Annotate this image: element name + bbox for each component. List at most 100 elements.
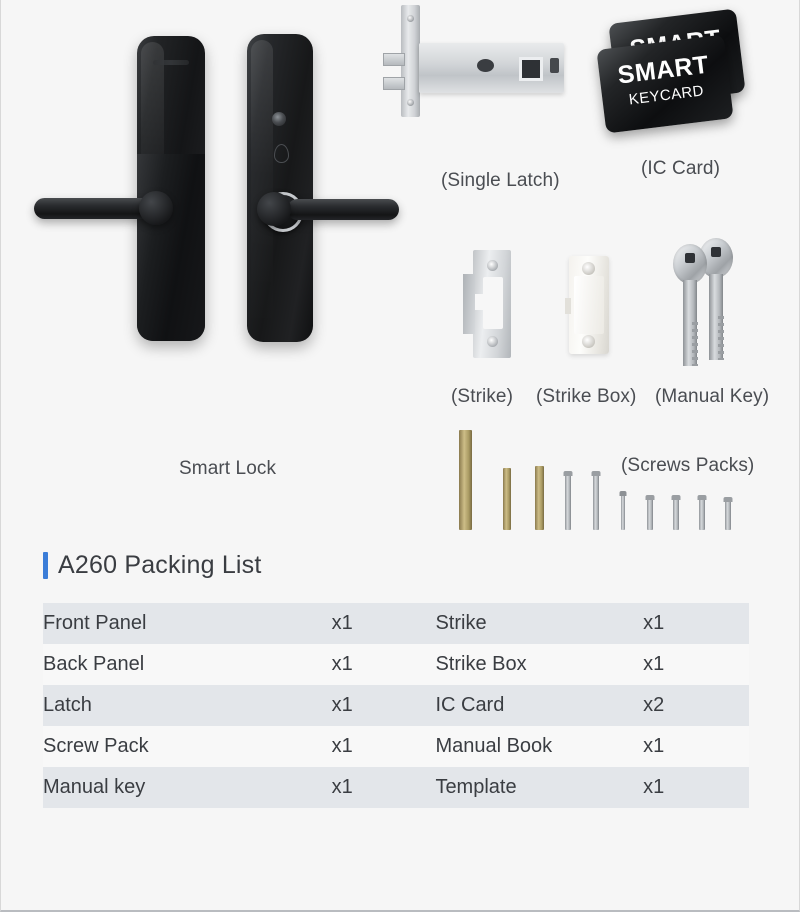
screw-long-1 — [563, 471, 573, 530]
manual-key-image — [669, 238, 745, 366]
screw-shaft — [535, 466, 544, 530]
packing-list-table: Front Panel x1 Strike x1 Back Panel x1 S… — [43, 603, 749, 808]
table-row: Screw Pack x1 Manual Book x1 — [43, 726, 749, 767]
screw-short-4 — [697, 495, 707, 530]
sensor-dot-icon — [166, 154, 173, 160]
screw-head — [591, 471, 601, 476]
ic-card-image: SMART KEYCARD SMART KEYCARD — [596, 8, 759, 142]
screw-head — [671, 495, 681, 500]
screw-rod-3 — [535, 466, 544, 530]
key-hole — [685, 253, 695, 263]
item-qty: x1 — [331, 694, 353, 716]
handle-hub-right — [257, 192, 291, 226]
strike-box-graphic — [569, 256, 609, 354]
speaker-slot-icon — [153, 60, 189, 65]
strike-box-screw-top — [582, 262, 595, 275]
strike-box-tab — [565, 298, 571, 314]
screw-head — [619, 491, 627, 496]
screw-head — [645, 495, 655, 500]
item-qty: x1 — [331, 735, 353, 757]
item-name: Manual Book — [435, 735, 553, 757]
smart-lock-image — [29, 22, 399, 352]
screw-head — [697, 495, 707, 500]
latch-spindle-hole — [477, 59, 494, 72]
item-name: Screw Pack — [43, 735, 149, 757]
latch-body — [419, 43, 564, 93]
strike-screw-bottom — [487, 336, 498, 347]
latch-bolt-lower — [383, 77, 405, 90]
item-name: Template — [435, 776, 517, 798]
screw-long-2 — [591, 471, 601, 530]
usb-port-icon — [165, 298, 177, 302]
reset-button-icon — [164, 318, 178, 328]
screw-short-2 — [645, 495, 655, 530]
caption-ic-card: (IC Card) — [641, 158, 721, 179]
faceplate-screw-bottom — [407, 99, 414, 106]
item-qty: x1 — [643, 776, 665, 798]
screw-shaft — [647, 498, 653, 530]
page-title: A260 Packing List — [58, 550, 262, 579]
key-teeth — [718, 316, 724, 360]
item-name: Back Panel — [43, 653, 145, 675]
screw-rod-1 — [459, 430, 472, 530]
latch-bolt-upper — [383, 53, 405, 66]
panel-sheen — [141, 42, 165, 335]
key-teeth — [692, 322, 698, 366]
lock-handle-right — [287, 199, 399, 220]
key-blade — [709, 274, 724, 360]
status-indicator-icon — [274, 144, 289, 163]
screw-short-5 — [723, 497, 733, 530]
table-row: Back Panel x1 Strike Box x1 — [43, 644, 749, 685]
handle-hub-left — [139, 191, 173, 225]
key-head — [673, 244, 707, 284]
item-qty: x1 — [331, 776, 353, 798]
screws-pack-image — [453, 418, 733, 530]
screw-shaft — [699, 498, 705, 530]
latch-faceplate — [401, 5, 420, 117]
keycard-front-graphic: SMART KEYCARD — [596, 34, 734, 134]
item-name: IC Card — [435, 694, 505, 716]
strike-plate-image — [463, 250, 511, 358]
table-row: Manual key x1 Template x1 — [43, 767, 749, 808]
screw-short-1 — [619, 491, 627, 530]
screw-rod-2 — [503, 468, 511, 530]
item-name: Front Panel — [43, 612, 147, 634]
strike-cutout — [483, 277, 503, 329]
screw-shaft — [503, 468, 511, 530]
screw-shaft — [565, 474, 571, 530]
screw-shaft — [593, 474, 599, 530]
screw-head — [563, 471, 573, 476]
packing-list-section: A260 Packing List Front Panel x1 Strike … — [1, 545, 799, 808]
product-showcase: Smart Lock (Single Latch) SMART KEYCARD — [1, 0, 799, 545]
caption-manual-key: (Manual Key) — [655, 386, 770, 407]
keyhole-cover-icon — [164, 250, 178, 261]
screw-shaft — [725, 500, 731, 530]
nfc-reader-icon — [272, 112, 286, 126]
faceplate-screw-top — [407, 15, 414, 22]
manual-key-graphic-front — [673, 244, 707, 366]
table-row: Front Panel x1 Strike x1 — [43, 603, 749, 644]
item-name: Strike — [435, 612, 487, 634]
item-qty: x2 — [643, 694, 665, 716]
item-qty: x1 — [331, 653, 353, 675]
item-name: Latch — [43, 694, 92, 716]
strike-lip — [463, 274, 475, 334]
latch-slot — [550, 58, 559, 73]
key-blade — [683, 280, 698, 366]
lock-back-panel-graphic — [247, 34, 313, 342]
packing-list-header: A260 Packing List — [43, 545, 799, 585]
item-qty: x1 — [643, 653, 665, 675]
screw-shaft — [459, 430, 472, 530]
item-qty: x1 — [331, 612, 353, 634]
strike-cutout-tab — [475, 294, 485, 310]
item-name: Manual key — [43, 776, 146, 798]
table-row: Latch x1 IC Card x2 — [43, 685, 749, 726]
single-latch-image — [379, 5, 564, 120]
panel-sheen — [250, 40, 274, 336]
strike-box-image — [565, 256, 611, 354]
screw-head — [723, 497, 733, 502]
caption-smart-lock: Smart Lock — [179, 458, 277, 479]
caption-screws-packs: (Screws Packs) — [621, 455, 755, 476]
caption-single-latch: (Single Latch) — [441, 170, 560, 191]
